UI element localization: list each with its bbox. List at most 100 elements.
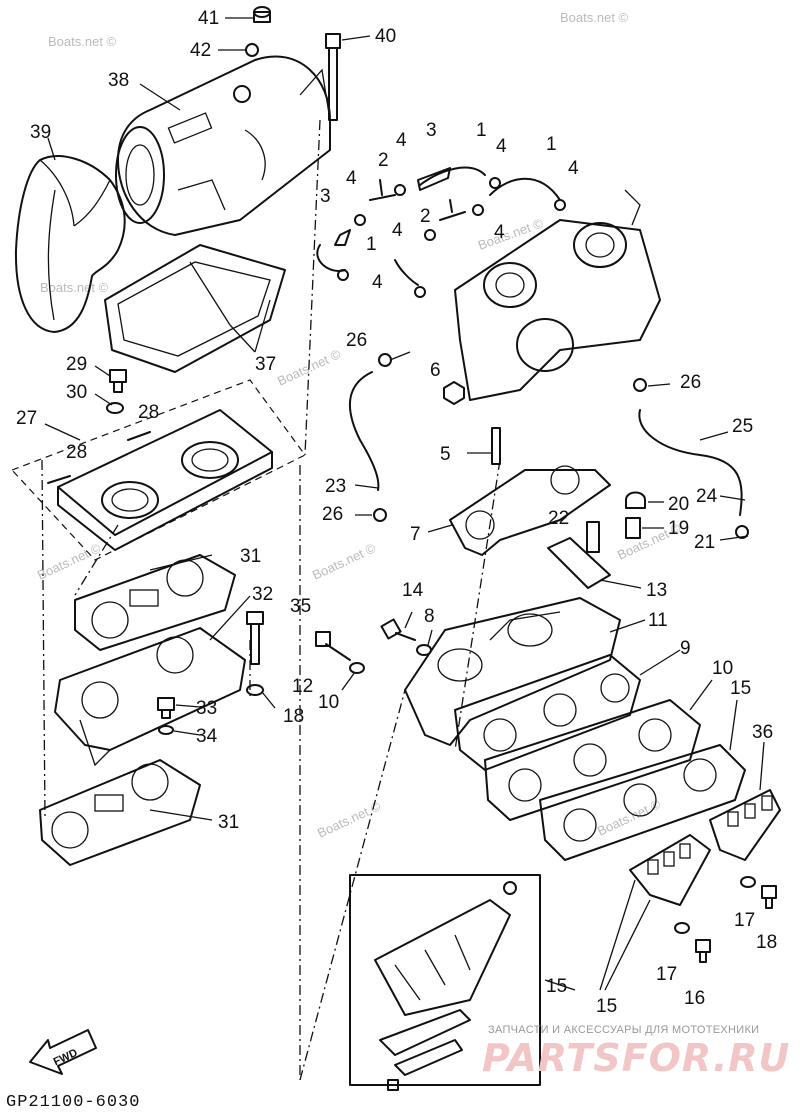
clip-4	[554, 199, 566, 211]
callout-26: 26	[346, 330, 367, 351]
clip-4	[354, 214, 366, 226]
gasket-31-bottom	[39, 759, 201, 866]
bolt-22	[586, 521, 600, 553]
callout-37: 37	[255, 354, 276, 375]
washer-18	[674, 922, 690, 934]
callout-4: 4	[396, 130, 407, 151]
callout-17: 18	[756, 932, 777, 953]
washer-34	[158, 725, 174, 735]
callout-14: 8	[424, 606, 435, 627]
cap-20	[625, 491, 646, 509]
callout-4: 4	[392, 220, 403, 241]
plate-21	[547, 537, 611, 589]
callout-22: 22	[548, 508, 569, 529]
fitting-19	[625, 517, 641, 539]
callout-12: 10	[318, 692, 339, 713]
washer-12	[349, 662, 365, 674]
callout-32: 32	[252, 584, 273, 605]
bolt-35	[246, 611, 264, 665]
diagram-code: GP21100-6030	[6, 1093, 141, 1112]
gasket-37	[104, 244, 286, 373]
callout-16: 15	[546, 976, 567, 997]
callout-24: 24	[696, 486, 718, 507]
carburetor-assembly	[454, 189, 661, 401]
callout-25: 25	[732, 416, 753, 437]
callout-33: 33	[196, 698, 217, 719]
washer-36	[246, 684, 264, 696]
callout-6: 6	[430, 360, 441, 381]
gasket-10-a	[454, 654, 641, 771]
bolt-33	[157, 697, 175, 719]
gasket-31-top	[74, 554, 236, 651]
reed-valve-inset-16	[349, 874, 541, 1091]
callout-labels: 41 40 42 38 39 37 29 30 28 27 28 31 32 3…	[16, 8, 777, 1017]
forward-arrow-icon: FWD	[29, 1029, 97, 1075]
watermark: Boats.net ©	[595, 796, 663, 839]
clip-26	[633, 378, 647, 392]
gasket-10-b	[539, 744, 746, 861]
watermark: Boats.net ©	[315, 798, 383, 841]
callout-28: 28	[66, 442, 87, 463]
watermark: Boats.net ©	[310, 540, 378, 583]
clip-4	[424, 229, 436, 241]
hose-23	[348, 371, 380, 491]
screw-28	[127, 431, 151, 441]
watermark-layer: Boats.net © Boats.net © Boats.net © Boat…	[35, 10, 683, 841]
callout-10: 9	[680, 638, 691, 659]
clip-26	[373, 508, 387, 522]
callout-36: 18	[283, 706, 304, 727]
watermark: Boats.net ©	[560, 10, 629, 25]
callout-2: 2	[420, 206, 431, 227]
air-box-base	[10, 379, 306, 561]
fwd-label: FWD	[52, 1047, 80, 1068]
watermark: Boats.net ©	[48, 34, 117, 49]
callout-4: 4	[372, 272, 383, 293]
intake-boot	[14, 155, 126, 333]
callout-11: 12	[292, 676, 313, 697]
bolt-11	[315, 631, 351, 661]
callout-1: 1	[476, 120, 487, 141]
watermark: Boats.net ©	[35, 540, 103, 583]
bolt-29	[109, 369, 127, 393]
bolt-40	[325, 33, 341, 121]
callout-4: 4	[496, 136, 507, 157]
callout-2: 2	[378, 150, 389, 171]
plate-32	[54, 627, 246, 767]
callout-1: 1	[366, 234, 377, 255]
callout-8: 11	[648, 610, 668, 631]
shop-logo: PARTSFOR.RU	[482, 1036, 791, 1080]
bolt-17	[695, 939, 711, 963]
callout-15: 36	[752, 722, 773, 743]
alignment-lines	[41, 119, 501, 1081]
callout-34: 34	[196, 726, 218, 747]
stud-5	[491, 427, 501, 465]
callout-19: 19	[668, 518, 689, 539]
clip-26	[378, 353, 392, 367]
callout-31: 31	[240, 546, 261, 567]
fuel-hoses	[316, 166, 561, 286]
callout-31: 31	[218, 812, 239, 833]
watermark: Boats.net ©	[476, 215, 546, 253]
washer-18	[740, 876, 756, 888]
intake-silencer	[115, 55, 331, 236]
bracket-7	[449, 465, 611, 556]
callout-28: 28	[138, 402, 159, 423]
clip-4	[472, 204, 484, 216]
bolt-17	[761, 885, 777, 909]
shop-tagline: ЗАПЧАСТИ И АКСЕССУАРЫ ДЛЯ МОТОТЕХНИКИ	[488, 1024, 760, 1036]
reed-valve-15	[709, 789, 781, 861]
callout-39: 39	[30, 122, 51, 143]
spacer-9	[484, 699, 701, 821]
callout-18: 17	[734, 910, 755, 931]
bolt-13	[380, 618, 416, 641]
callout-4: 4	[494, 222, 505, 243]
leader-lines	[44, 17, 765, 991]
callout-26: 26	[322, 504, 343, 525]
callout-10: 15	[730, 678, 751, 699]
callout-35: 35	[290, 596, 311, 617]
reed-valve-15	[629, 834, 711, 906]
clip-4	[489, 177, 501, 189]
callout-20: 20	[668, 494, 689, 515]
callout-18: 17	[656, 964, 677, 985]
